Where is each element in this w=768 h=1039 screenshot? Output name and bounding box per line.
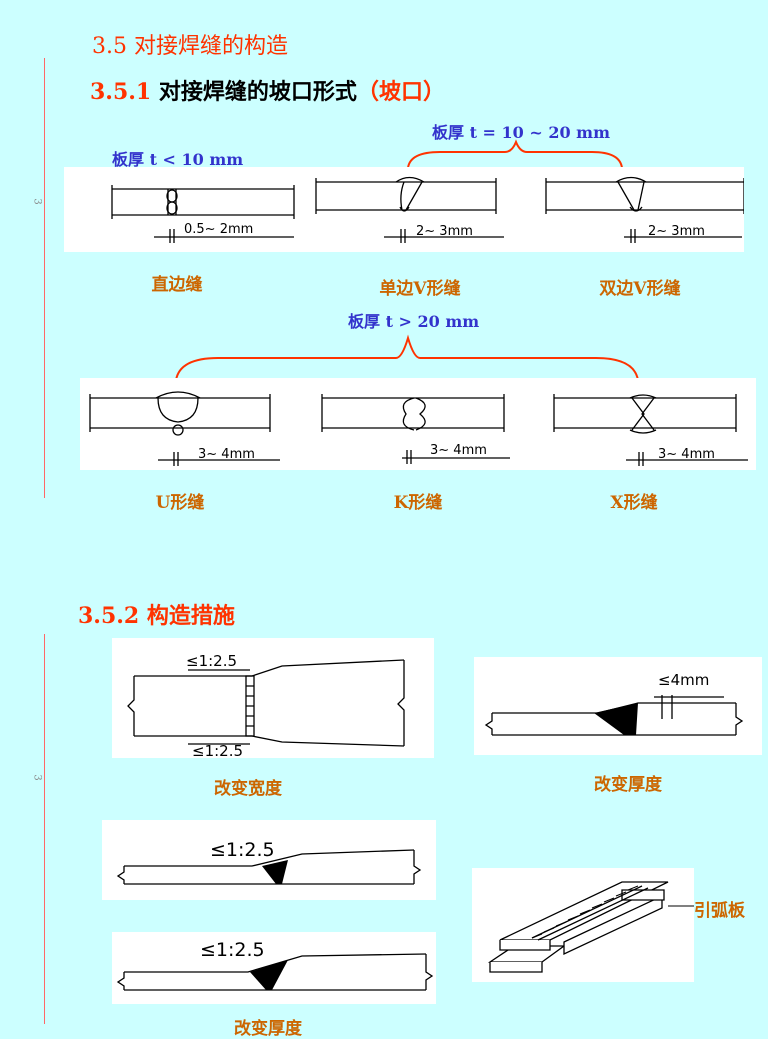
brace-medium (407, 139, 623, 169)
dim-gap-thin: 0.5~ 2mm (184, 222, 253, 237)
subsection2-title: 3.5.2 构造措施 (78, 598, 235, 630)
subsection1-title-red: （坡口） (356, 79, 445, 105)
section-title: 3.5 对接焊缝的构造 (92, 28, 288, 60)
panel-width-change: ≤1:2.5 ≤1:2.5 (112, 638, 434, 758)
page-mark: 3 (31, 198, 43, 205)
dim-gap-med-1: 2~ 3mm (416, 224, 473, 239)
caption-u-groove: U形缝 (155, 493, 205, 513)
panel-run-off-plate (472, 868, 694, 982)
caption-k-groove: K形缝 (393, 493, 443, 513)
caption-bottom: 改变厚度 (234, 1019, 302, 1039)
groove-panel-row1: 0.5~ 2mm 2~ 3mm 2~ 3mm (64, 167, 744, 252)
margin-rule-top (44, 58, 45, 498)
dim-slope-bottom: ≤1:2.5 (192, 742, 243, 758)
caption-i-groove: 直边缝 (151, 275, 203, 295)
subsection1-number: 3.5.1 (90, 79, 152, 105)
caption-x-groove: X形缝 (610, 493, 658, 513)
dim-gap-med-2: 2~ 3mm (648, 224, 705, 239)
caption-width-change: 改变宽度 (214, 779, 282, 799)
dim-gap-u: 3~ 4mm (198, 447, 255, 462)
thickness-label-thick: 板厚 t > 20 mm (348, 312, 480, 331)
caption-single-v-groove: 单边V形缝 (379, 279, 461, 299)
section-number: 3.5 (92, 34, 127, 59)
panel-slope-a: ≤1:2.5 (102, 820, 436, 900)
subsection2-number: 3.5.2 (78, 603, 140, 629)
caption-thickness-change: 改变厚度 (594, 775, 662, 795)
caption-run-off-plate: 引弧板 (694, 901, 745, 921)
section-title-text: 对接焊缝的构造 (134, 34, 289, 59)
dim-slope-b: ≤1:2.5 (200, 939, 265, 961)
dim-gap-x: 3~ 4mm (658, 447, 715, 462)
subsection1-title: 3.5.1 对接焊缝的坡口形式（坡口） (90, 74, 445, 106)
panel-slope-b: ≤1:2.5 (112, 932, 436, 1004)
panel-thickness-step: ≤4mm (474, 657, 762, 755)
subsection2-title-text: 构造措施 (146, 603, 235, 629)
page-mark: 3 (31, 774, 43, 781)
margin-rule-bottom (44, 634, 45, 1024)
dim-slope-top: ≤1:2.5 (186, 652, 237, 670)
subsection1-title-text: 对接焊缝的坡口形式 (158, 79, 357, 105)
thickness-label-medium: 板厚 t = 10 ~ 20 mm (432, 123, 611, 142)
dim-slope-a: ≤1:2.5 (210, 839, 275, 861)
groove-panel-row2: 3~ 4mm 3~ 4mm 3~ 4mm (80, 378, 756, 470)
brace-thick (175, 334, 639, 381)
caption-v-groove: 双边V形缝 (599, 279, 681, 299)
thickness-label-thin: 板厚 t < 10 mm (112, 150, 244, 169)
dim-step: ≤4mm (658, 671, 709, 689)
dim-gap-k: 3~ 4mm (430, 443, 487, 458)
